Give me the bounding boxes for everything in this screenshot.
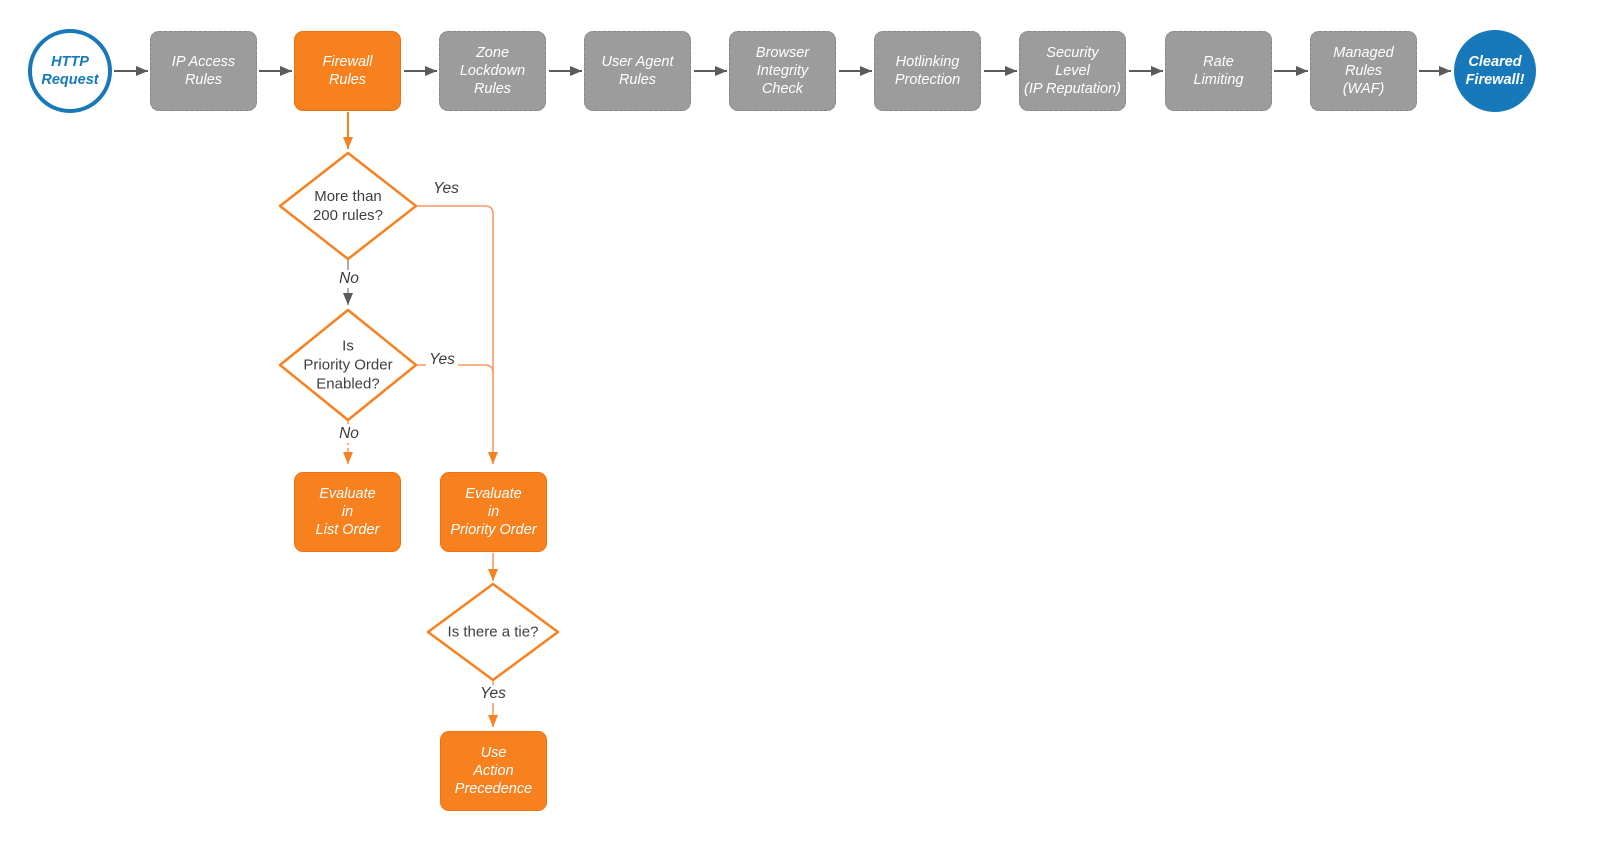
decision-is-there-a-tie-shape — [426, 582, 560, 682]
node-rate-limiting-label: Rate Limiting — [1193, 54, 1244, 88]
node-use-action-precedence: Use Action Precedence — [440, 731, 547, 811]
node-zone-lockdown-rules: Zone Lockdown Rules — [439, 31, 546, 111]
node-evaluate-priority-order-label: Evaluate in Priority Order — [450, 486, 537, 538]
node-user-agent-rules-label: User Agent Rules — [601, 54, 674, 88]
edge-label-no-1: No — [336, 270, 362, 288]
node-managed-rules-waf-label: Managed Rules (WAF) — [1333, 45, 1394, 97]
node-zone-lockdown-rules-label: Zone Lockdown Rules — [459, 45, 526, 97]
node-use-action-precedence-label: Use Action Precedence — [454, 745, 533, 797]
decision-priority-order-enabled-label: Is Priority Order Enabled? — [303, 337, 393, 393]
node-hotlinking-protection-label: Hotlinking Protection — [894, 54, 961, 88]
node-firewall-rules: Firewall Rules — [294, 31, 401, 111]
edge-label-yes-1: Yes — [430, 180, 462, 198]
connector-decision1-yes — [416, 205, 498, 464]
node-managed-rules-waf: Managed Rules (WAF) — [1310, 31, 1417, 111]
decision-more-than-200-rules-label: More than 200 rules? — [312, 188, 384, 224]
node-rate-limiting: Rate Limiting — [1165, 31, 1272, 111]
edge-label-yes-3: Yes — [477, 685, 509, 703]
node-evaluate-list-order-label: Evaluate in List Order — [315, 486, 380, 538]
edge-label-yes-2: Yes — [426, 351, 458, 369]
node-user-agent-rules: User Agent Rules — [584, 31, 691, 111]
node-security-level-label: Security Level (IP Reputation) — [1024, 45, 1121, 97]
node-security-level: Security Level (IP Reputation) — [1019, 31, 1126, 111]
node-cleared-firewall: Cleared Firewall! — [1454, 30, 1536, 112]
decision-more-than-200-rules-shape — [278, 151, 418, 261]
decision-priority-order-enabled-shape — [278, 308, 418, 422]
node-evaluate-priority-order: Evaluate in Priority Order — [440, 472, 547, 552]
edge-label-no-2: No — [336, 425, 362, 443]
connector-decision2-yes — [416, 364, 494, 374]
node-hotlinking-protection: Hotlinking Protection — [874, 31, 981, 111]
node-ip-access-rules: IP Access Rules — [150, 31, 257, 111]
node-browser-integrity-check: Browser Integrity Check — [729, 31, 836, 111]
node-ip-access-rules-label: IP Access Rules — [171, 54, 236, 88]
node-http-request-label: HTTP Request — [41, 54, 99, 88]
node-evaluate-list-order: Evaluate in List Order — [294, 472, 401, 552]
node-firewall-rules-label: Firewall Rules — [322, 54, 373, 88]
decision-is-there-a-tie-label: Is there a tie? — [447, 623, 539, 641]
node-browser-integrity-check-label: Browser Integrity Check — [755, 45, 810, 97]
node-http-request: HTTP Request — [28, 29, 112, 113]
node-cleared-firewall-label: Cleared Firewall! — [1465, 54, 1525, 88]
